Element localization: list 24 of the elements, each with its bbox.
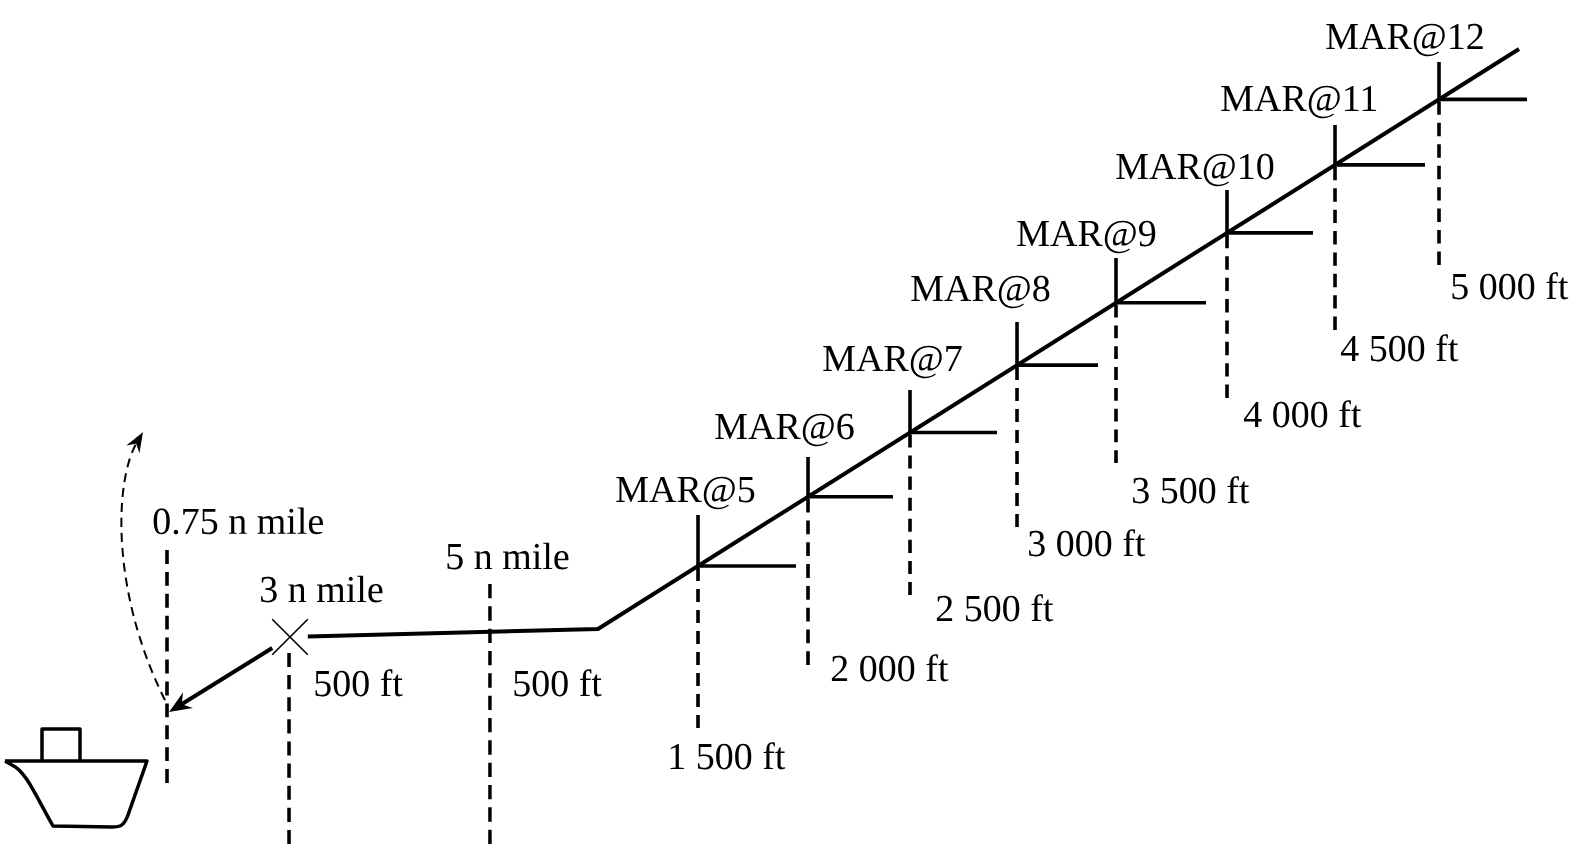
distance-label: 5 n mile [447, 542, 569, 570]
fix-label: MAR@5 [616, 476, 755, 510]
altitude-label: 1 500 ft [670, 742, 786, 770]
fix-label: MAR@8 [911, 275, 1050, 309]
flight-path-line [307, 47, 1521, 639]
altitude-label: 500 ft [514, 669, 602, 697]
altitude-label: 3 500 ft [1133, 476, 1250, 504]
altitude-label: 2 000 ft [831, 654, 949, 682]
altitude-label: 4 500 ft [1340, 334, 1459, 362]
distance-label: 3 n mile [261, 575, 383, 603]
altitude-label: 3 000 ft [1029, 529, 1146, 557]
altitude-label: 2 500 ft [936, 594, 1054, 622]
altitude-label: 4 000 ft [1243, 400, 1362, 428]
distance-label: 0.75 n mile [153, 507, 323, 535]
dashed-line [165, 548, 169, 785]
fix-label: MAR@10 [1116, 153, 1274, 187]
altitude-label: 5 000 ft [1452, 272, 1569, 300]
fix-label: MAR@12 [1326, 23, 1483, 57]
fix-label: MAR@11 [1221, 85, 1377, 119]
cross-mark [271, 618, 309, 656]
altitude-label: 500 ft [315, 669, 403, 697]
fix-label: MAR@6 [715, 413, 854, 447]
fix-label: MAR@9 [1017, 220, 1156, 254]
fix-label: MAR@7 [823, 345, 962, 379]
